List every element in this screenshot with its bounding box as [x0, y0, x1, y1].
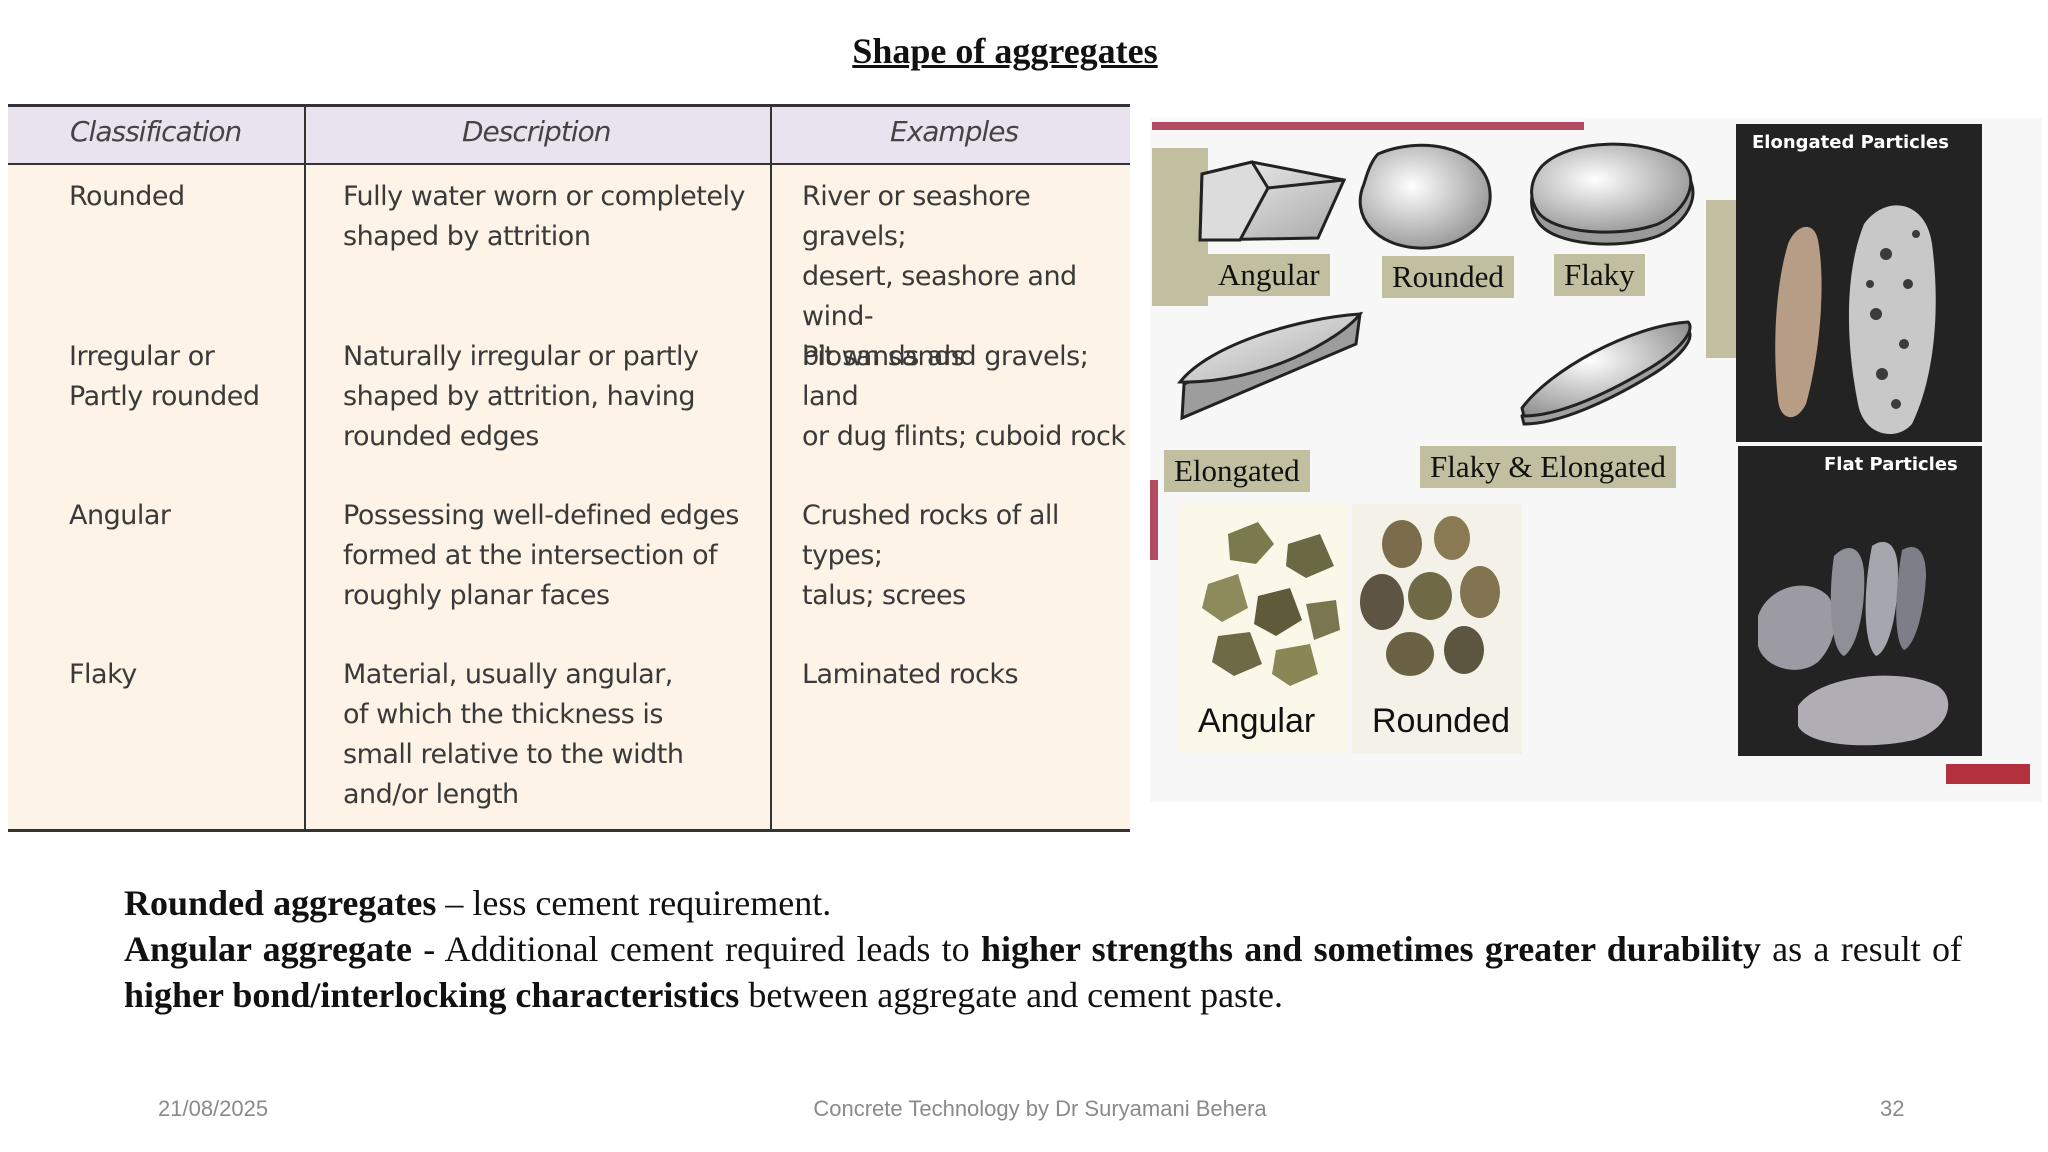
table-cell: Crushed rocks of all types; talus; scree… [802, 500, 1059, 611]
classification-table: Classification Description Examples Roun… [8, 104, 1130, 832]
table-cell: Material, usually angular, of which the … [343, 659, 684, 810]
shape-label-angular: Angular [1208, 254, 1330, 296]
column-divider [304, 107, 306, 829]
header-classification: Classification [70, 115, 242, 148]
table-cell: Possessing well-defined edges formed at … [343, 500, 739, 611]
text-regular: - Additional cement required leads to [411, 929, 981, 969]
shape-drawings [1176, 142, 1695, 426]
header-examples: Examples [890, 115, 1019, 148]
angular-gravel-photo: Angular [1178, 504, 1348, 754]
rounded-gravel-photo: Rounded [1352, 504, 1522, 754]
footer-date: 21/08/2025 [158, 1096, 269, 1121]
flat-particles-drawing [1758, 541, 1949, 746]
accent-block [1152, 148, 1208, 306]
table-cell: Fully water worn or completely shaped by… [343, 181, 745, 252]
text-paragraph-angular: Angular aggregate - Additional cement re… [124, 926, 1962, 1018]
slide-title: Shape of aggregates [852, 31, 1158, 71]
table-cell: River or seashore gravels; desert, seash… [802, 181, 1077, 372]
photo-label-rounded: Rounded [1372, 702, 1511, 740]
text-regular: between aggregate and cement paste. [739, 975, 1284, 1015]
text-bold: Rounded aggregates [124, 883, 437, 923]
text-regular: as a result of [1760, 929, 1962, 969]
text-bold: higher strengths and sometimes greater d… [980, 929, 1761, 969]
shape-label-flaky: Flaky [1554, 254, 1645, 296]
elongated-shape-drawing [1176, 311, 1364, 421]
photo-label-angular: Angular [1198, 702, 1316, 740]
table-header-row [8, 107, 1130, 165]
flaky-elongated-shape-drawing [1520, 320, 1692, 426]
footer-page-number: 32 [1880, 1096, 1905, 1121]
shape-label-elongated: Elongated [1164, 450, 1310, 492]
text-bold: higher bond/interlocking characteristics [124, 975, 740, 1015]
flat-particles-caption: Flat Particles [1824, 454, 1958, 475]
table-cell: Irregular or Partly rounded [69, 341, 260, 412]
text-regular: – less cement requirement. [436, 883, 832, 923]
flaky-shape-drawing [1530, 142, 1695, 246]
flat-particles-photo: Flat Particles [1738, 446, 1982, 756]
shape-label-rounded: Rounded [1382, 256, 1514, 298]
table-cell: Naturally irregular or partly shaped by … [343, 341, 699, 452]
shape-label-flaky-elongated: Flaky & Elongated [1420, 446, 1676, 488]
accent-block [1706, 200, 1736, 358]
angular-gravel-drawing [1202, 522, 1340, 686]
table-cell: Pit sands and gravels; land or dug flint… [802, 341, 1126, 452]
logo-tag [1946, 764, 2030, 784]
accent-bar [1150, 480, 1158, 560]
footer-center-text: Concrete Technology by Dr Suryamani Behe… [813, 1096, 1267, 1121]
elongated-particles-caption: Elongated Particles [1752, 132, 1949, 153]
elongated-particles-photo: Elongated Particles [1736, 124, 1982, 442]
aggregate-shapes-illustration: Angular Rounded Flaky Elongated Flaky & … [1150, 118, 2042, 802]
rounded-gravel-drawing [1360, 516, 1500, 676]
text-bold: Angular aggregate [124, 929, 412, 969]
column-divider [770, 107, 772, 829]
table-cell: Flaky [69, 659, 137, 690]
angular-shape-drawing [1198, 160, 1347, 242]
rounded-shape-drawing [1358, 143, 1492, 250]
body-text: Rounded aggregates – less cement require… [124, 880, 1962, 1018]
text-line-rounded: Rounded aggregates – less cement require… [124, 880, 1962, 926]
table-cell: Laminated rocks [802, 659, 1019, 690]
header-description: Description [462, 115, 611, 148]
table-cell: Rounded [69, 181, 185, 212]
accent-bar [1152, 122, 1584, 130]
table-cell: Angular [69, 500, 171, 531]
elongated-particles-drawing [1775, 205, 1936, 435]
